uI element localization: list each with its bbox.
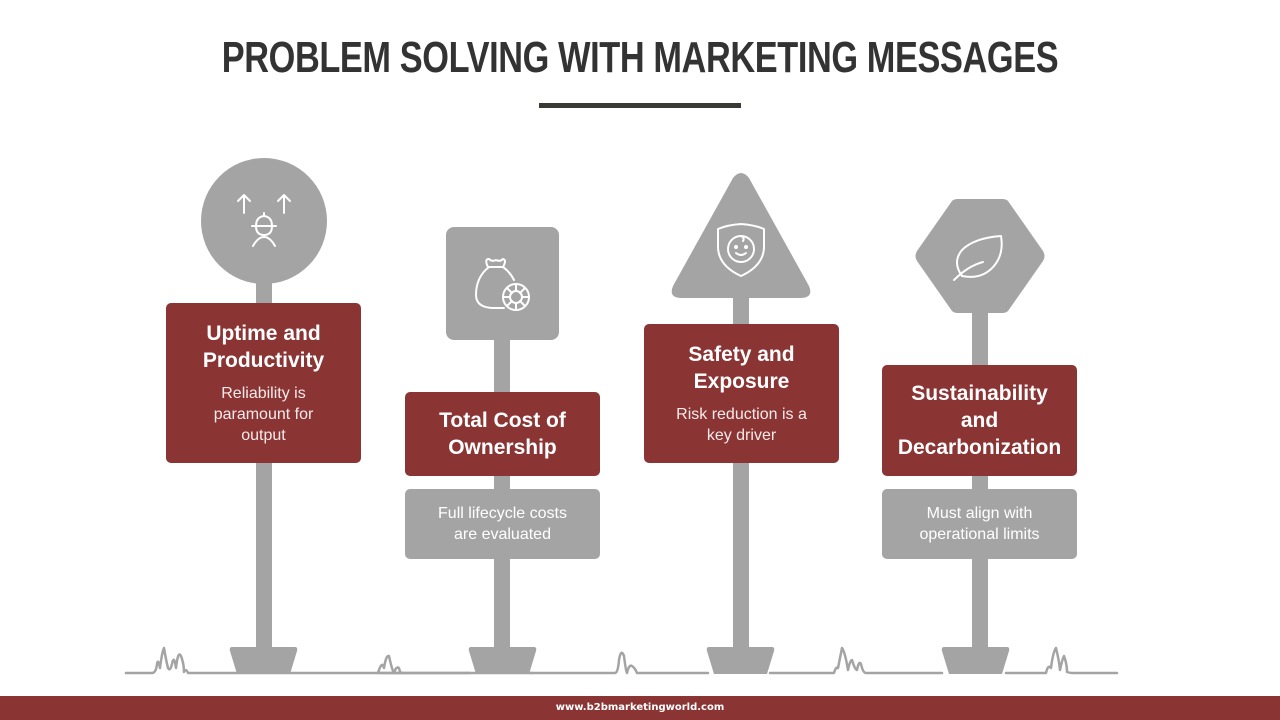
shield-face-icon: [717, 223, 765, 277]
footer-url: www.b2bmarketingworld.com: [555, 702, 725, 713]
sign-card-description: Must align with operational limits: [882, 489, 1077, 559]
page-title: PROBLEM SOLVING WITH MARKETING MESSAGES: [221, 33, 1059, 82]
sign-card-uptime-productivity: Uptime and Productivity Reliability is p…: [166, 303, 361, 463]
sign-card-description: Full lifecycle costs are evaluated: [405, 489, 600, 559]
ground-line: [124, 646, 1119, 675]
sign-card-safety-exposure: Safety and Exposure Risk reduction is a …: [644, 324, 839, 463]
square-sign: [446, 227, 559, 340]
worker-arrows-up-icon: [237, 194, 291, 247]
sign-card-total-cost-of-ownership: Total Cost of Ownership: [405, 392, 600, 476]
card-title: Sustainability and Decarbonization: [897, 382, 1062, 459]
card-title: Safety and Exposure: [688, 343, 795, 393]
circle-sign: [201, 158, 327, 284]
money-bag-coin-icon: [475, 258, 530, 311]
card-description: Risk reduction is a key driver: [676, 406, 807, 444]
sign-card-sustainability-decarbonization: Sustainability and Decarbonization: [882, 365, 1077, 476]
card-title: Total Cost of Ownership: [439, 409, 566, 459]
leaf-icon: [953, 235, 1003, 281]
title-underline: [539, 103, 741, 108]
footer-bar: www.b2bmarketingworld.com: [0, 696, 1280, 720]
card-description: Reliability is paramount for output: [213, 385, 314, 444]
hexagon-sign: [915, 199, 1045, 313]
card-title: Uptime and Productivity: [202, 322, 325, 372]
